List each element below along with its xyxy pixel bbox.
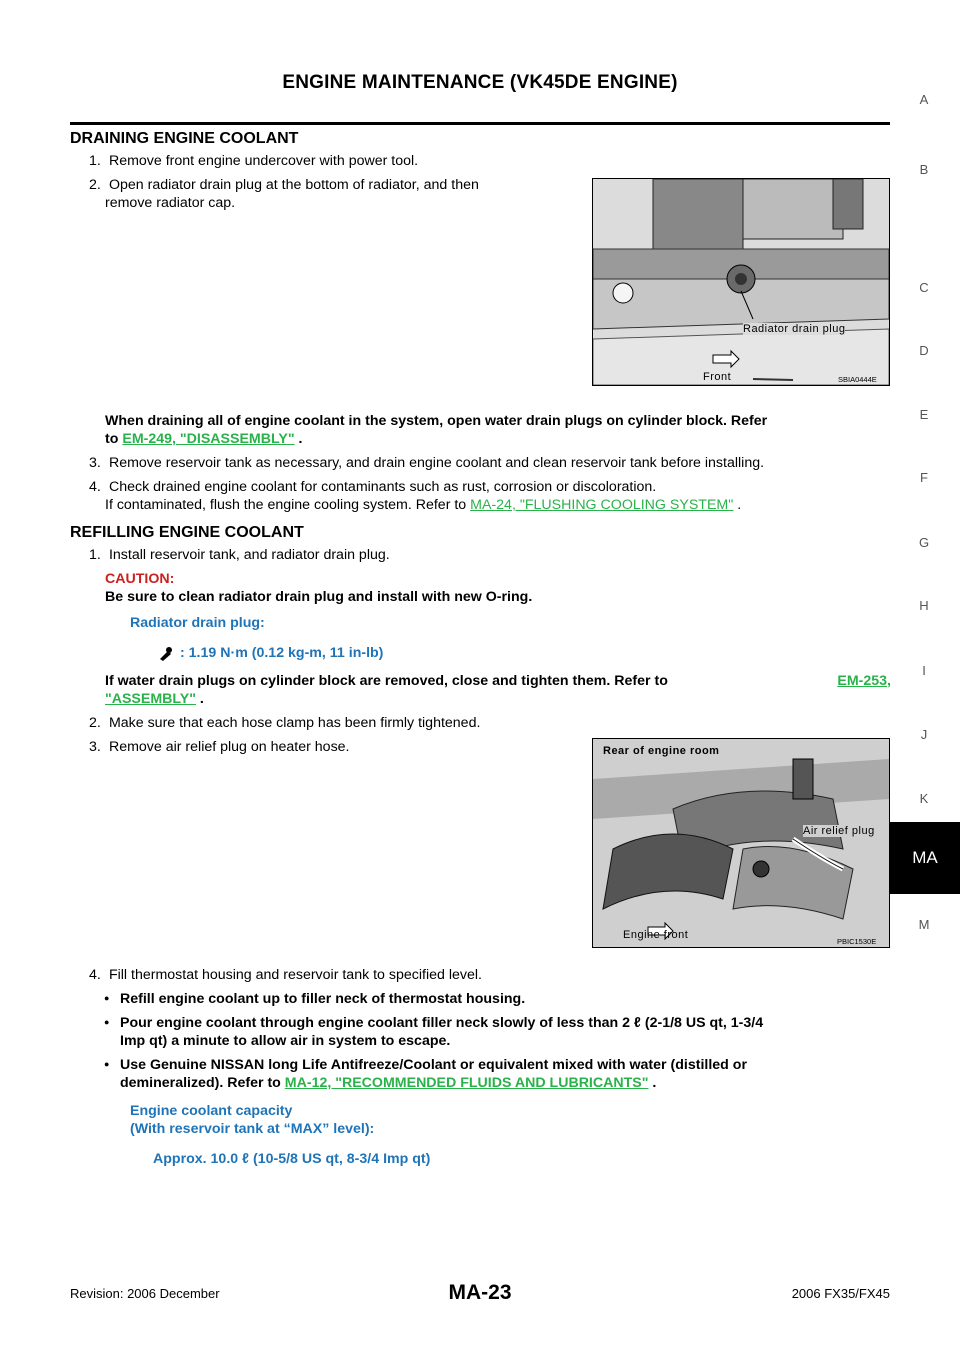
page-header-title: ENGINE MAINTENANCE (VK45DE ENGINE) <box>282 72 678 93</box>
section-tab-k[interactable]: K <box>919 791 929 806</box>
figure-id: SBIA0444E <box>838 375 877 384</box>
spec-title-radiator-drain-plug: Radiator drain plug: <box>130 615 265 631</box>
draining-note-line-1: When draining all of engine coolant in t… <box>105 413 768 429</box>
capacity-title-line-1: Engine coolant capacity <box>130 1103 293 1119</box>
link-ma-24-flushing[interactable]: MA-24, "FLUSHING COOLING SYSTEM" <box>470 497 734 513</box>
torque-wrench-icon <box>156 645 174 663</box>
section-tab-m[interactable]: M <box>918 917 930 932</box>
section-heading-draining: DRAINING ENGINE COOLANT <box>70 130 299 147</box>
footer-revision: Revision: 2006 December <box>70 1286 220 1301</box>
figure-id: PBIC1530E <box>837 937 877 946</box>
capacity-value: Approx. 10.0 ℓ (10-5/8 US qt, 8-3/4 Imp … <box>153 1151 431 1167</box>
figure-label-rear-engine-room: Rear of engine room <box>603 745 720 757</box>
section-tab-g[interactable]: G <box>918 535 930 550</box>
bullet-2-line-2: Imp qt) a minute to allow air in system … <box>120 1033 451 1049</box>
refilling-step-2: 2. Make sure that each hose clamp has be… <box>89 715 481 731</box>
bullet-2-line-1: Pour engine coolant through engine coola… <box>120 1015 764 1031</box>
footer-model: 2006 FX35/FX45 <box>791 1286 890 1301</box>
section-tab-b[interactable]: B <box>919 162 929 177</box>
bullet-dot: ● <box>104 1017 110 1027</box>
draining-note-line-2: to EM-249, "DISASSEMBLY" . <box>105 431 303 447</box>
refilling-step-4: 4. Fill thermostat housing and reservoir… <box>89 967 482 983</box>
figure-label-engine-front: Engine front <box>623 929 689 941</box>
link-em-253-assembly[interactable]: EM-253, <box>837 673 891 689</box>
section-tab-j[interactable]: J <box>920 727 928 742</box>
bullet-dot: ● <box>104 993 110 1003</box>
bullet-3-line-1: Use Genuine NISSAN long Life Antifreeze/… <box>120 1057 747 1073</box>
capacity-title-line-2: (With reservoir tank at “MAX” level): <box>130 1121 375 1137</box>
section-tab-c[interactable]: C <box>919 280 929 295</box>
link-assembly[interactable]: "ASSEMBLY" <box>105 691 196 707</box>
section-tab-h[interactable]: H <box>919 598 929 613</box>
draining-step-2-cont: remove radiator cap. <box>105 195 236 211</box>
caution-title: CAUTION: <box>105 571 175 587</box>
figure-label-radiator-drain-plug: Radiator drain plug <box>743 323 846 335</box>
section-tab-strip: A B C D E F G H I J K MA M <box>890 0 960 960</box>
section-tab-e[interactable]: E <box>919 407 929 422</box>
section-tab-f[interactable]: F <box>920 470 928 485</box>
refilling-note-line-2: "ASSEMBLY" . <box>105 691 204 707</box>
refilling-note-line-1: If water drain plugs on cylinder block a… <box>105 673 891 689</box>
draining-step-3: 3. Remove reservoir tank as necessary, a… <box>89 455 765 471</box>
draining-step-1: 1. Remove front engine undercover with p… <box>89 153 419 169</box>
draining-step-4: 4. Check drained engine coolant for cont… <box>89 479 657 495</box>
refilling-step-1: 1. Install reservoir tank, and radiator … <box>89 547 390 563</box>
figure-label-air-relief-plug: Air relief plug <box>803 825 875 837</box>
header-divider <box>70 122 890 125</box>
link-em-249-disassembly[interactable]: EM-249, "DISASSEMBLY" <box>122 431 295 447</box>
bullet-dot: ● <box>104 1059 110 1069</box>
section-tab-ma-active[interactable]: MA <box>890 822 960 894</box>
section-heading-refilling: REFILLING ENGINE COOLANT <box>70 524 304 541</box>
section-tab-a[interactable]: A <box>919 92 929 107</box>
section-tab-d[interactable]: D <box>919 343 929 358</box>
refilling-step-3: 3. Remove air relief plug on heater hose… <box>89 739 350 755</box>
air-relief-plug-figure: Rear of engine room Air relief plug Engi… <box>592 738 890 948</box>
page-number: MA-23 <box>448 1281 512 1304</box>
caution-text: Be sure to clean radiator drain plug and… <box>105 589 533 605</box>
air-relief-plug-illustration <box>593 739 889 947</box>
bullet-3-line-2: demineralized). Refer to MA-12, "RECOMME… <box>120 1075 657 1091</box>
radiator-drain-plug-illustration <box>593 179 889 385</box>
link-ma-12-fluids[interactable]: MA-12, "RECOMMENDED FLUIDS AND LUBRICANT… <box>284 1075 649 1091</box>
draining-step-4-cont: If contaminated, flush the engine coolin… <box>105 497 742 513</box>
figure-label-front: Front <box>703 371 732 383</box>
radiator-drain-plug-figure: Radiator drain plug Front SBIA0444E <box>592 178 890 386</box>
spec-value-torque: : 1.19 N·m (0.12 kg-m, 11 in-lb) <box>180 645 384 661</box>
bullet-1: Refill engine coolant up to filler neck … <box>120 991 526 1007</box>
section-tab-i[interactable]: I <box>922 663 926 678</box>
draining-step-2: 2. Open radiator drain plug at the botto… <box>89 177 479 193</box>
